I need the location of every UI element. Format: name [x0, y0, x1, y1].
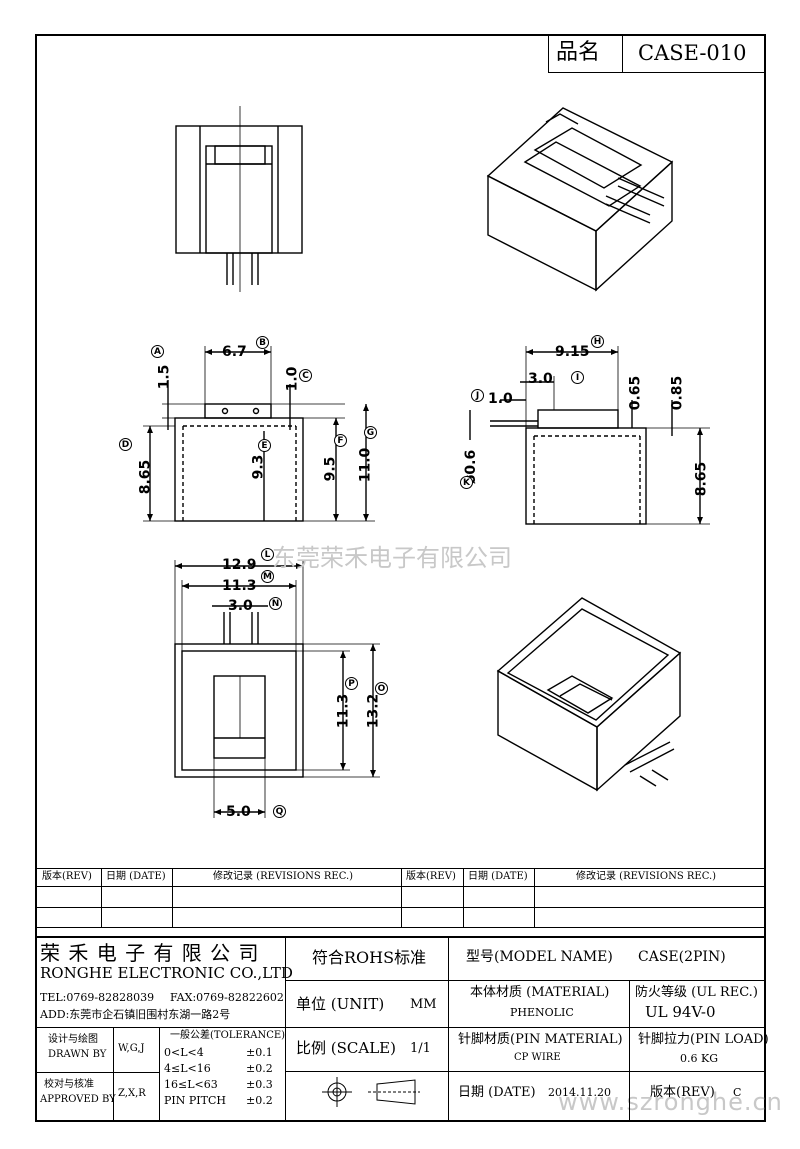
marker-g: G [364, 426, 377, 439]
tolerance-range: 16≤L<63 [164, 1078, 218, 1091]
rec-header-2: 修改记录 (REVISIONS REC.) [576, 871, 717, 882]
company-cn: 荣 禾 电 子 有 限 公 司 [40, 941, 260, 965]
dim-i: 3.0 [528, 371, 553, 387]
marker-l: L [261, 548, 274, 561]
dim-h: 9.15 [555, 344, 590, 360]
dim-e: 9.3 [250, 454, 267, 480]
tolerance-value: ±0.1 [246, 1046, 273, 1059]
unit-value: MM [410, 997, 437, 1012]
address: ADD:东莞市企石镇旧围村东湖一路2号 [40, 1008, 231, 1021]
dim-d: 8.65 [137, 459, 154, 495]
dim-b: 6.7 [222, 344, 247, 360]
marker-q: Q [273, 805, 286, 818]
marker-m: M [261, 570, 274, 583]
version-label: 版本(REV) [650, 1085, 715, 1100]
marker-f: F [334, 434, 347, 447]
dim-o: 13.2 [365, 693, 382, 729]
marker-b: B [256, 336, 269, 349]
tolerance-value: ±0.2 [246, 1062, 273, 1075]
pin-material-label: 针脚材质(PIN MATERIAL) [458, 1032, 623, 1047]
tolerance-value: ±0.2 [246, 1094, 273, 1107]
dim-c: 1.0 [284, 366, 301, 392]
unit-label: 单位 (UNIT) [296, 995, 385, 1013]
drawing-border [35, 34, 766, 1122]
marker-p: P [345, 677, 358, 690]
tolerance-range: 0<L<4 [164, 1046, 204, 1059]
dim-m: 11.3 [222, 578, 257, 594]
dim-j: 1.0 [488, 391, 513, 407]
header-divider-mid [622, 34, 623, 73]
dim-n: 3.0 [228, 598, 253, 614]
marker-i: I [571, 371, 584, 384]
tolerance-range: PIN PITCH [164, 1094, 226, 1107]
dim-065: 0.65 [627, 375, 644, 411]
material-value: PHENOLIC [510, 1006, 574, 1019]
marker-k: K [460, 476, 473, 489]
drawn-value: W,G,J [118, 1043, 145, 1054]
dim-f: 9.5 [322, 456, 339, 482]
marker-e: E [258, 439, 271, 452]
dim-p: 11.3 [335, 693, 352, 729]
product-code: CASE-010 [638, 41, 747, 65]
watermark-url: www.szronghe.cn [558, 1088, 783, 1116]
fire-label: 防火等级 (UL REC.) [635, 985, 758, 1000]
date-value: 2014.11.20 [548, 1086, 611, 1099]
approved-value: Z,X,R [118, 1088, 146, 1099]
product-name-label: 品名 [556, 40, 601, 65]
approved-label-en: APPROVED BY [40, 1094, 116, 1105]
marker-j: J [471, 389, 484, 402]
marker-a: A [151, 345, 164, 358]
pin-material-value: CP WIRE [514, 1052, 561, 1063]
pin-load-label: 针脚拉力(PIN LOAD) [638, 1032, 769, 1047]
header-underline [548, 72, 766, 73]
fire-value: UL 94V-0 [645, 1003, 716, 1021]
tolerance-range: 4≤L<16 [164, 1062, 211, 1075]
tel: TEL:0769-82828039 [40, 991, 155, 1004]
rev-header-1: 版本(REV) [42, 871, 92, 882]
marker-h: H [591, 335, 604, 348]
marker-d: D [119, 438, 132, 451]
drawn-label-cn: 设计与绘图 [48, 1034, 98, 1045]
company-en: RONGHE ELECTRONIC CO.,LTD [40, 964, 293, 982]
rev-header-2: 版本(REV) [406, 871, 456, 882]
dim-085: 0.85 [669, 375, 686, 411]
date-label: 日期 (DATE) [458, 1085, 536, 1100]
pin-load-value: 0.6 KG [680, 1052, 718, 1065]
material-label: 本体材质 (MATERIAL) [470, 985, 610, 1000]
dim-l: 12.9 [222, 557, 257, 573]
tolerance-title: 一般公差(TOLERANCE) [170, 1030, 286, 1041]
rohs: 符合ROHS标准 [312, 948, 427, 967]
watermark-company: 东莞荣禾电子有限公司 [272, 544, 512, 572]
dim-865: 8.65 [693, 461, 710, 497]
dim-q: 5.0 [226, 804, 251, 820]
drawn-label-en: DRAWN BY [48, 1049, 107, 1060]
tolerance-value: ±0.3 [246, 1078, 273, 1091]
header-divider-left [548, 34, 549, 73]
rec-header-1: 修改记录 (REVISIONS REC.) [213, 871, 354, 882]
date-header-2: 日期 (DATE) [468, 871, 528, 882]
dim-g: 11.0 [357, 447, 374, 483]
marker-n: N [269, 597, 282, 610]
scale-label: 比例 (SCALE) [296, 1039, 396, 1057]
version-value: C [733, 1086, 742, 1099]
scale-value: 1/1 [410, 1041, 431, 1056]
date-header-1: 日期 (DATE) [106, 871, 166, 882]
approved-label-cn: 校对与核准 [44, 1079, 94, 1090]
marker-o: O [375, 682, 388, 695]
model-label: 型号(MODEL NAME) [466, 949, 613, 965]
marker-c: C [299, 369, 312, 382]
model-value: CASE(2PIN) [638, 949, 726, 965]
fax: FAX:0769-82822602 [170, 991, 284, 1004]
dim-a: 1.5 [156, 364, 173, 390]
